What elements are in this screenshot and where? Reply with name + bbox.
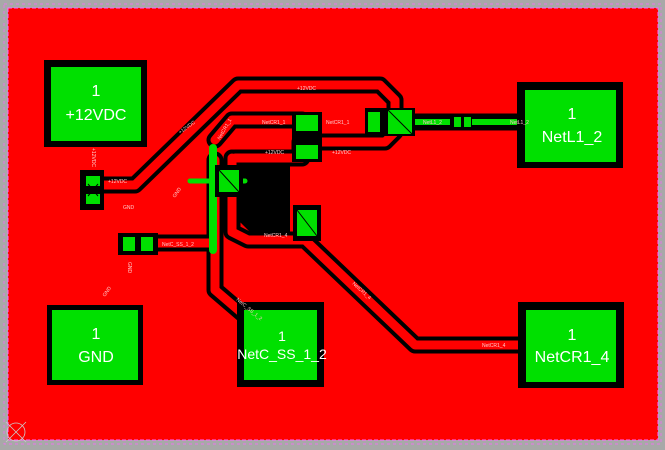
trace-label: NetCR1_4 [482, 343, 506, 349]
trace-label: NetL1_2 [423, 120, 442, 126]
board-edge [3, 3, 662, 445]
component-l1[interactable] [365, 108, 472, 136]
trace-label: NetC_SS_1_2 [162, 242, 194, 248]
trace-label: GND [126, 262, 132, 274]
trace-label: +12VDC [332, 150, 351, 156]
trace-label: NetCR1_4 [264, 233, 288, 239]
trace-label: +12VDC [297, 86, 316, 92]
component-css[interactable] [118, 233, 158, 255]
pad-netcr1-4[interactable]: 1 NetCR1_4 [518, 302, 624, 388]
pad-12vdc-number: 1 [92, 83, 101, 100]
trace-label: GND [123, 205, 135, 211]
trace-label: +12VDC [265, 150, 284, 156]
origin-marker-icon [5, 421, 27, 443]
trace-label: +12VDC [108, 179, 127, 185]
trace-label: NetL1_2 [510, 120, 529, 126]
pad-gnd[interactable]: 1 GND [47, 305, 143, 385]
pad-netcss-net: NetC_SS_1_2 [237, 346, 327, 362]
pad-12vdc[interactable]: 1 +12VDC [44, 60, 147, 147]
pad-netc-ss-1-2[interactable]: 1 NetC_SS_1_2 [237, 302, 327, 387]
trace-label: NetCR1_1 [326, 120, 350, 126]
pad-netl1-2[interactable]: 1 NetL1_2 [517, 82, 623, 168]
keepout-region [240, 165, 290, 232]
pad-netcr-number: 1 [568, 327, 577, 344]
component-cr1[interactable] [292, 112, 322, 241]
component-c1[interactable] [80, 170, 104, 210]
pad-gnd-number: 1 [92, 326, 101, 343]
component-q1[interactable] [215, 165, 243, 197]
trace-label: NetCR1_1 [262, 120, 286, 126]
pad-netcss-number: 1 [278, 328, 286, 344]
pad-netcr-net: NetCR1_4 [535, 349, 610, 366]
trace-label: GND [172, 186, 184, 199]
pad-12vdc-net: +12VDC [66, 107, 127, 124]
pad-netl1-number: 1 [568, 106, 577, 123]
pad-gnd-net: GND [78, 349, 114, 366]
trace-label: GND [102, 285, 114, 298]
trace-label: +12VDC [90, 148, 96, 167]
pad-netl1-net: NetL1_2 [542, 129, 603, 146]
